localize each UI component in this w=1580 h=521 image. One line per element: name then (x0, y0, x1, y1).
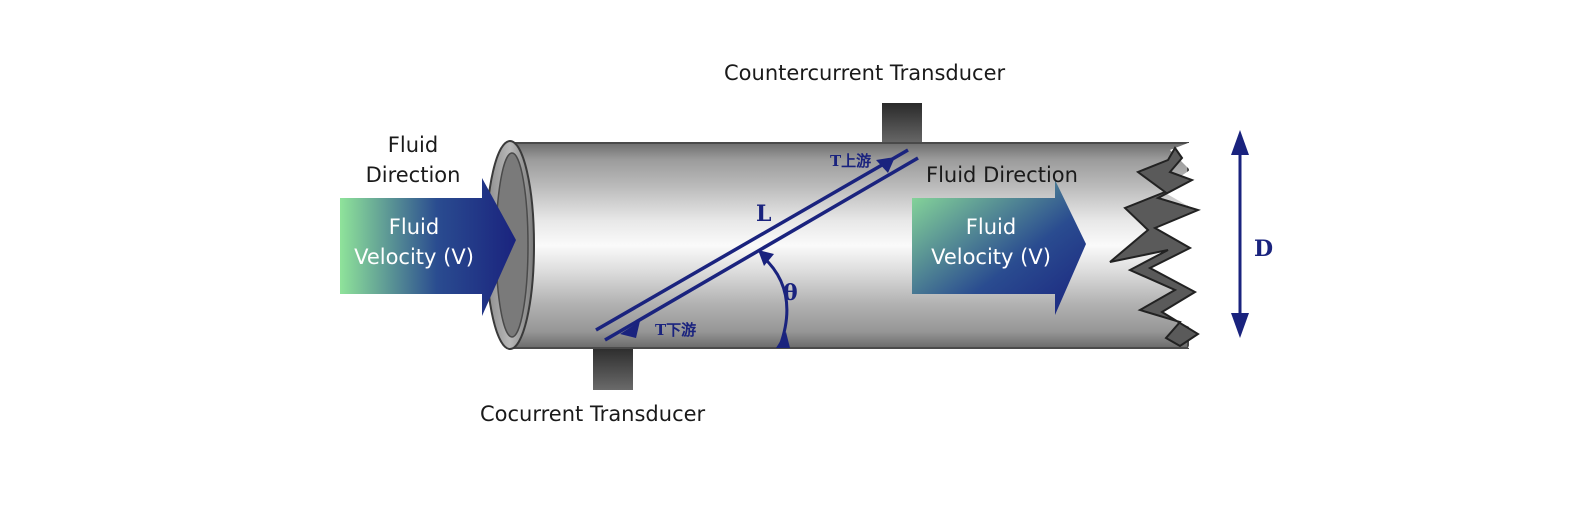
angle-arc-arrowhead-bottom (776, 332, 790, 348)
angle-arc-arrowhead-top (758, 250, 774, 266)
pipe-broken-end (1145, 143, 1240, 348)
pipe-body (507, 142, 1189, 349)
fluid-direction-left-line1: Fluid (387, 133, 439, 157)
angle-arc (760, 254, 789, 347)
diameter-symbol: D (1254, 236, 1273, 262)
velocity-label-left: Fluid Velocity (V) (352, 212, 476, 272)
t-upstream-label: T上游 (830, 152, 871, 170)
path-length-symbol: L (756, 201, 771, 227)
velocity-left-line2: Velocity (V) (354, 245, 474, 269)
velocity-arrow-right (912, 180, 1086, 315)
beam-arrowhead-down (620, 321, 640, 338)
countercurrent-transducer-label: Countercurrent Transducer (724, 61, 1006, 85)
pipe-broken-edge (1109, 146, 1201, 348)
velocity-right-line1: Fluid (965, 215, 1017, 239)
cocurrent-transducer-block (593, 346, 633, 390)
fluid-direction-left-line2: Direction (365, 163, 461, 187)
diameter-arrowhead-bottom (1231, 313, 1249, 338)
velocity-arrow-left (340, 178, 516, 316)
angle-symbol: θ (783, 280, 798, 306)
countercurrent-transducer-block (882, 103, 922, 145)
t-downstream-label: T下游 (655, 321, 696, 339)
fluid-direction-label-left: Fluid Direction (350, 130, 476, 190)
velocity-right-line2: Velocity (V) (931, 245, 1051, 269)
beam-line-upper (595, 148, 909, 332)
velocity-label-right: Fluid Velocity (V) (928, 212, 1054, 272)
velocity-left-line1: Fluid (388, 215, 440, 239)
diameter-arrowhead-top (1231, 130, 1249, 155)
beam-arrowhead-up (876, 157, 895, 173)
beam-line-lower (604, 156, 919, 342)
fluid-direction-label-right: Fluid Direction (926, 163, 1078, 187)
cocurrent-transducer-label: Cocurrent Transducer (480, 402, 706, 426)
